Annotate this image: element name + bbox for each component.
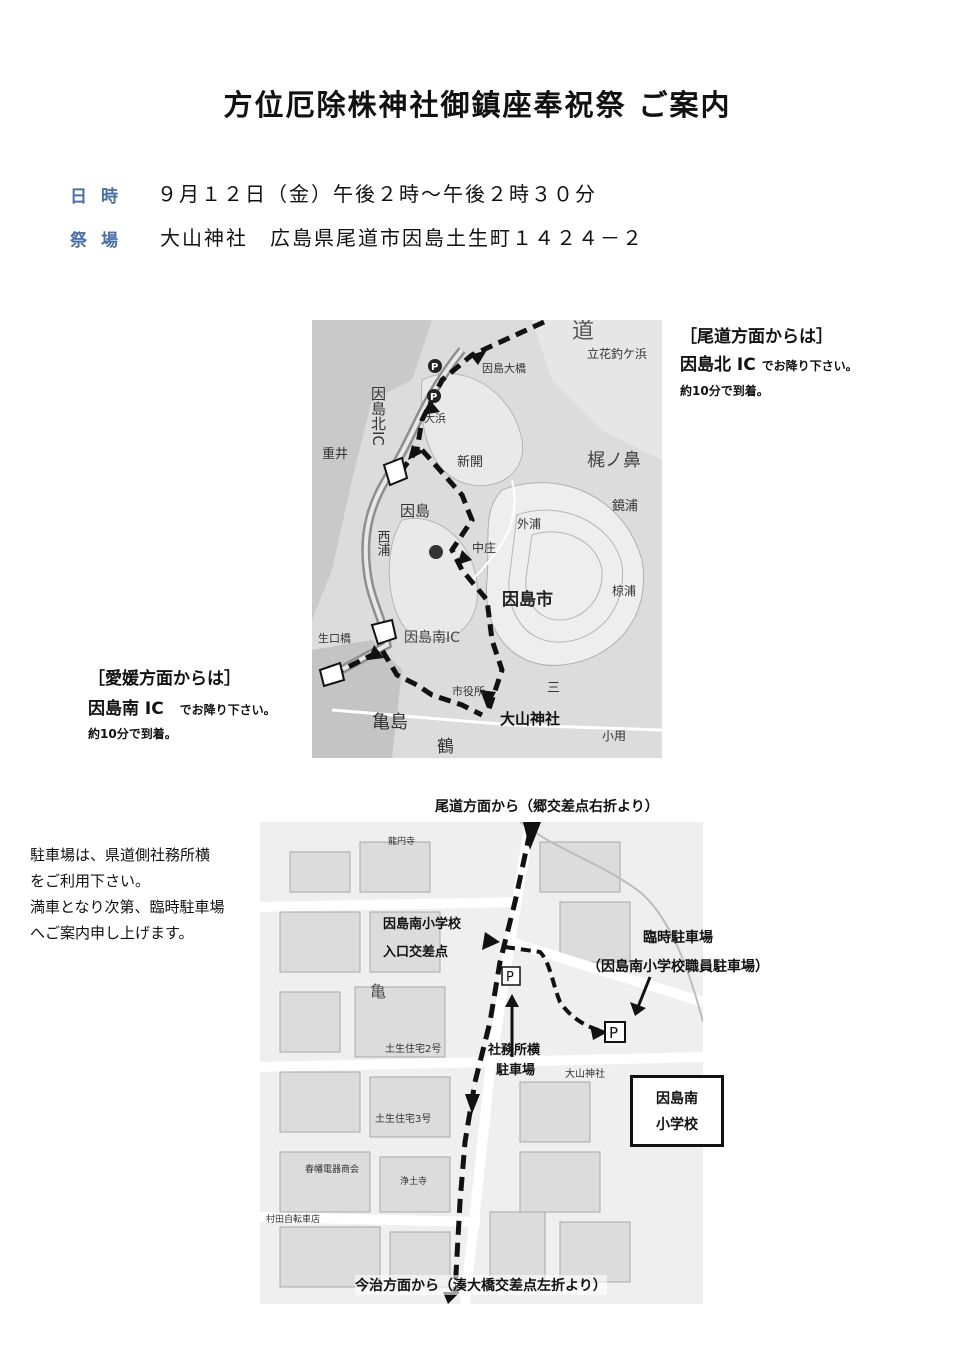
office-parking-label-1: 社務所横	[488, 1043, 541, 1058]
school-entrance-label-1: 因島南小学校	[383, 917, 462, 932]
school-box-line: 小学校	[656, 1117, 698, 1133]
map1-label-mitsu: 三	[547, 681, 560, 696]
school-entrance-label-2: 入口交差点	[383, 945, 449, 960]
map1-label-bridge: 因島大橋	[482, 361, 526, 375]
onomichi-heading: ［尾道方面からは］	[680, 327, 833, 347]
onomichi-time: 約10分で到着。	[680, 384, 769, 398]
map2-jutaku2: 土生住宅2号	[385, 1042, 441, 1055]
map2-kame: 亀	[370, 982, 386, 1001]
onomichi-ic-suffix: でお降り下さい。	[761, 359, 858, 373]
island-route-map: P P 道 因島大橋 立花釣ケ浜 因島北IC 大浜 重井 新開 梶ノ鼻 因島 鏡…	[312, 320, 662, 758]
from-onomichi-label: 尾道方面から（郷交差点右折より）	[435, 799, 659, 815]
map2-shop: 春幡電器商会	[305, 1163, 359, 1175]
map2-ryukoji: 龍円寺	[388, 835, 415, 847]
svg-text:P: P	[430, 392, 437, 403]
temp-parking-label-1: 臨時駐車場	[643, 930, 713, 946]
map1-label-ikina: 生口橋	[318, 631, 351, 645]
map2-shrine-label: 大山神社	[565, 1067, 605, 1080]
map1-label-kita-ic: 因島北IC	[369, 386, 387, 446]
map1-label-shinkai: 新開	[457, 454, 483, 470]
map2-jodo: 浄土寺	[400, 1175, 427, 1187]
map1-label-kameshima: 亀島	[372, 712, 408, 733]
map1-label-kyoura: 鏡浦	[612, 499, 638, 514]
page-title: 方位厄除株神社御鎮座奉祝祭 ご案内	[223, 88, 732, 122]
map1-label-nishiura: 西浦	[375, 530, 391, 556]
school-box-line: 因島南	[656, 1091, 698, 1107]
map1-label-ohama: 大浜	[424, 411, 446, 425]
map2-bicycle: 村田自転車店	[266, 1213, 320, 1225]
map1-label-minami-ic: 因島南IC	[404, 630, 460, 646]
office-parking-label-2: 駐車場	[496, 1063, 536, 1078]
school-box: 因島南 小学校	[630, 1075, 724, 1147]
date-label: 日時	[70, 187, 132, 207]
local-parking-map: P P 大山神社 土生住宅2号 土生住宅3号 亀 春幡電器商会 村田自転車店 浄…	[260, 822, 703, 1304]
map1-label-komichi: 小用	[602, 729, 626, 743]
map1-label-nakanosho: 中庄	[472, 540, 496, 555]
map1-label-shigei: 重井	[322, 446, 348, 462]
parking-note-line: へご案内申し上げます。	[30, 924, 194, 942]
parking-note-line: をご利用下さい。	[30, 872, 151, 890]
map1-label-tsuru: 鶴	[437, 737, 454, 757]
date-value: ９月１２日（金）午後２時～午後２時３０分	[157, 182, 597, 206]
map1-label-tachibana: 立花釣ケ浜	[587, 346, 647, 361]
svg-text:P: P	[431, 362, 438, 373]
map1-label-cityhall: 市役所	[452, 684, 485, 698]
onomichi-ic: 因島北 IC でお降り下さい。	[680, 350, 858, 375]
ehime-ic-suffix: でお降り下さい。	[179, 703, 276, 717]
temp-parking-label-2: （因島南小学校職員駐車場）	[587, 959, 769, 975]
map1-label-city: 因島市	[502, 589, 553, 610]
ehime-ic-name: 因島南 IC	[88, 699, 164, 719]
map1-label-haura: 椋浦	[612, 583, 636, 598]
venue-label: 祭場	[70, 231, 132, 251]
parking-note-line: 駐車場は、県道側社務所横	[30, 846, 211, 864]
ehime-heading: ［愛媛方面からは］	[88, 669, 241, 689]
map1-label-shrine: 大山神社	[500, 710, 560, 728]
parking-note-line: 満車となり次第、臨時駐車場	[30, 898, 225, 916]
onomichi-ic-name: 因島北 IC	[680, 355, 756, 375]
temp-parking-symbol: P	[609, 1024, 618, 1042]
map1-label-innoshima: 因島	[400, 502, 430, 520]
from-imabari-label: 今治方面から（湊大橋交差点左折より）	[355, 1275, 607, 1295]
map1-label-tonoura: 外浦	[517, 517, 541, 531]
venue-value: 大山神社 広島県尾道市因島土生町１４２４－２	[160, 226, 644, 250]
map1-label-road: 道	[572, 320, 594, 344]
ehime-ic: 因島南 IC でお降り下さい。	[88, 694, 276, 719]
map2-jutaku3: 土生住宅3号	[375, 1112, 431, 1125]
office-parking-symbol: P	[506, 970, 514, 985]
ehime-time: 約10分で到着。	[88, 727, 177, 741]
map1-label-kajinohana: 梶ノ鼻	[587, 450, 641, 471]
parking-note: 駐車場は、県道側社務所横 をご利用下さい。 満車となり次第、臨時駐車場 へご案内…	[30, 842, 225, 946]
